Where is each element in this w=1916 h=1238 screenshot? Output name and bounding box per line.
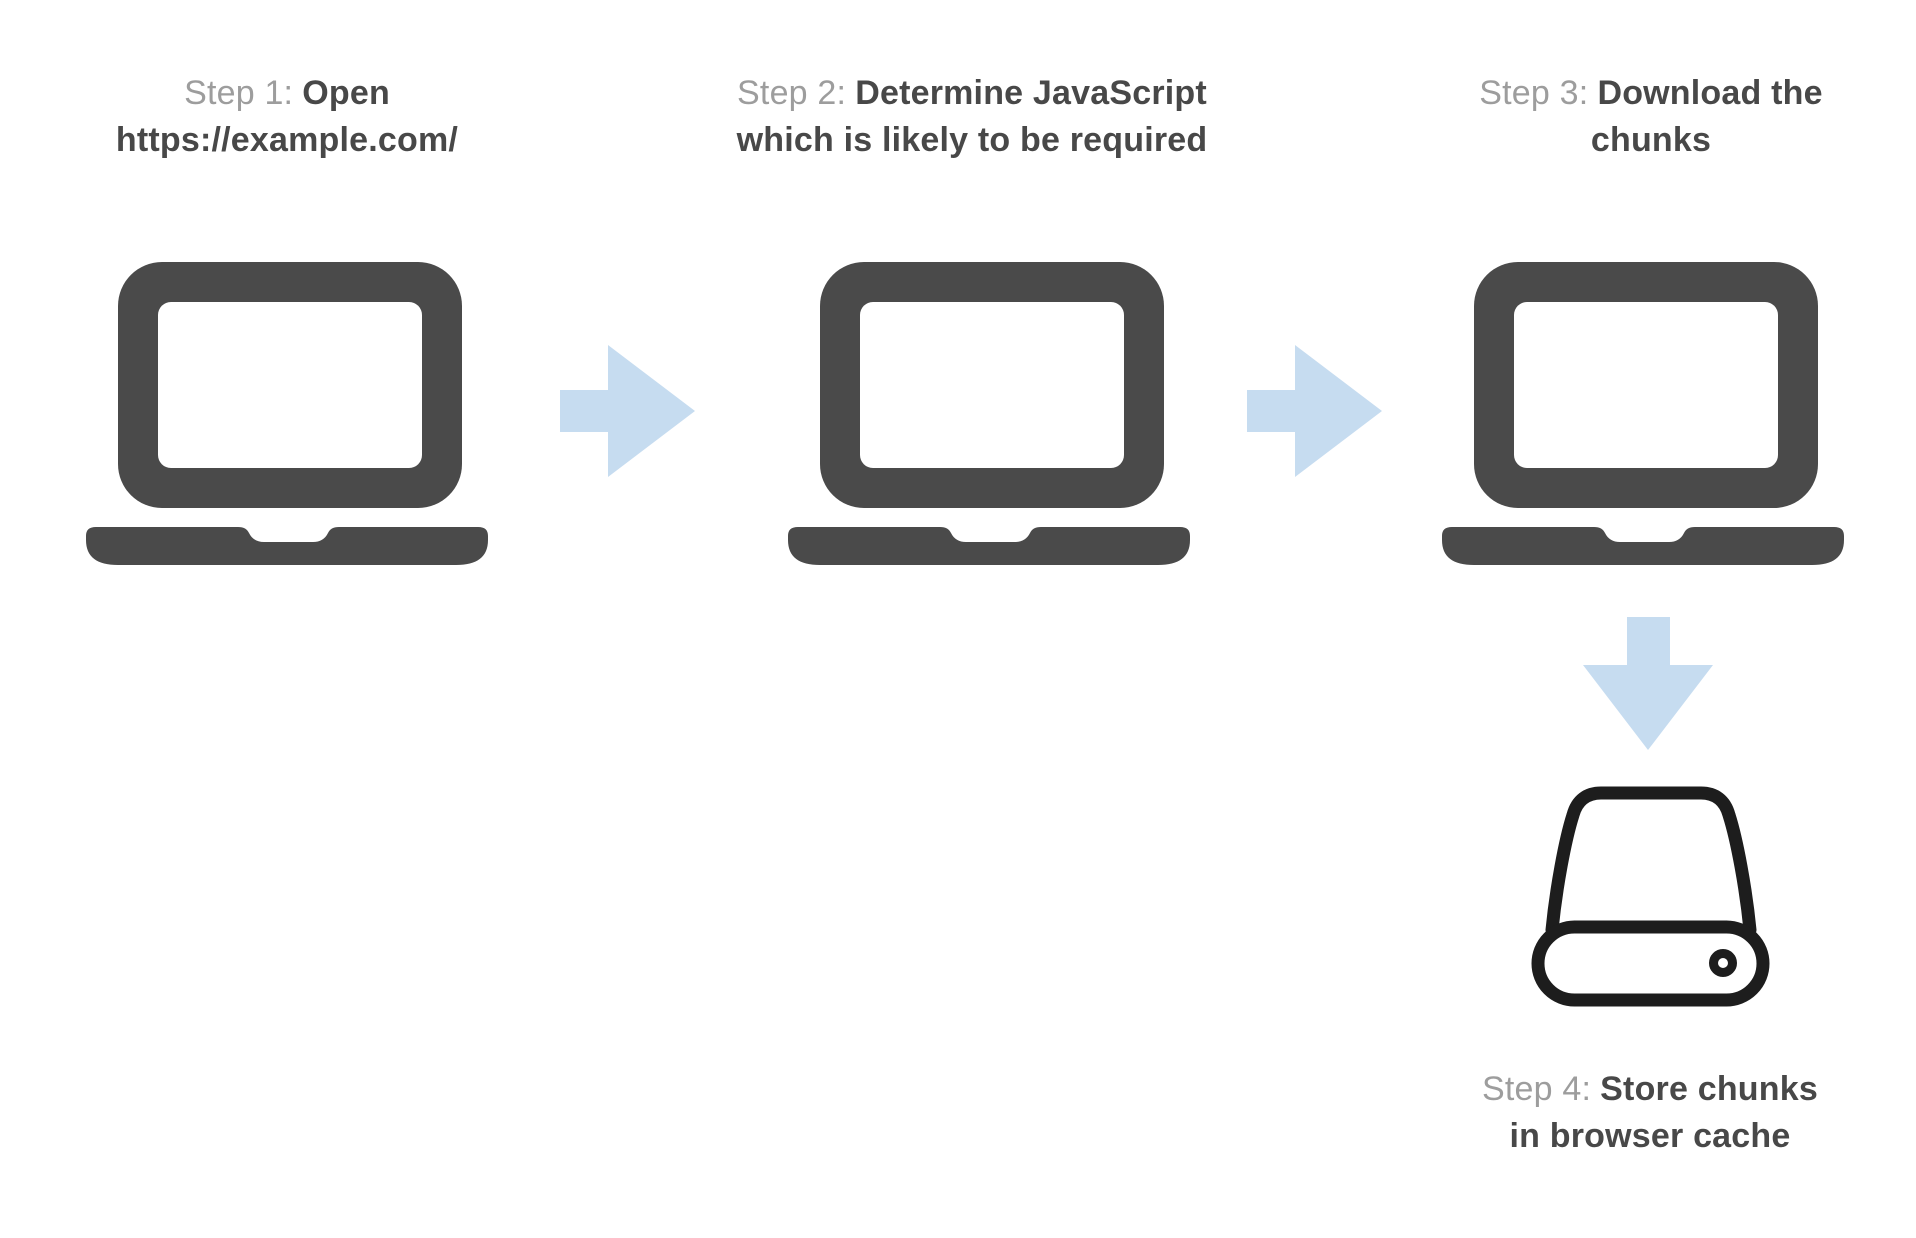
- step4-label-line1: Step 4: Store chunks: [1385, 1066, 1915, 1113]
- step3-label-line1: Step 3: Download the: [1386, 70, 1916, 117]
- step4-label: Step 4: Store chunks in browser cache: [1385, 1066, 1915, 1160]
- step1-title-line2: https://example.com/: [115, 121, 459, 159]
- step3-prefix: Step 3:: [1479, 74, 1589, 112]
- step2-label-line1: Step 2: Determine JavaScript: [662, 70, 1282, 117]
- step2-label: Step 2: Determine JavaScript which is li…: [662, 70, 1282, 164]
- step2-label-line2: which is likely to be required: [662, 117, 1282, 164]
- step1-label-line2: https://example.com/: [22, 117, 552, 164]
- laptop-icon: [788, 262, 1190, 565]
- arrow-down-icon: [1583, 617, 1713, 750]
- step3-label: Step 3: Download the chunks: [1386, 70, 1916, 164]
- step4-title-line2: in browser cache: [1509, 1117, 1791, 1155]
- laptop-icon: [86, 262, 488, 565]
- step1-label-line1: Step 1: Open: [22, 70, 552, 117]
- step3-title-line1: Download the: [1597, 74, 1823, 112]
- step1-title-line1: Open: [302, 74, 390, 112]
- step3-title-line2: chunks: [1590, 121, 1712, 159]
- arrow-right-icon: [560, 345, 695, 477]
- step3-label-line2: chunks: [1386, 117, 1916, 164]
- step1-prefix: Step 1:: [184, 74, 294, 112]
- hard-drive-icon: [1531, 786, 1770, 1007]
- step4-label-line2: in browser cache: [1385, 1113, 1915, 1160]
- step1-label: Step 1: Open https://example.com/: [22, 70, 552, 164]
- step4-prefix: Step 4:: [1482, 1070, 1592, 1108]
- step2-title-line1: Determine JavaScript: [855, 74, 1207, 112]
- laptop-icon: [1442, 262, 1844, 565]
- arrow-right-icon: [1247, 345, 1382, 477]
- step2-title-line2: which is likely to be required: [736, 121, 1208, 159]
- step2-prefix: Step 2:: [737, 74, 847, 112]
- step4-title-line1: Store chunks: [1600, 1070, 1818, 1108]
